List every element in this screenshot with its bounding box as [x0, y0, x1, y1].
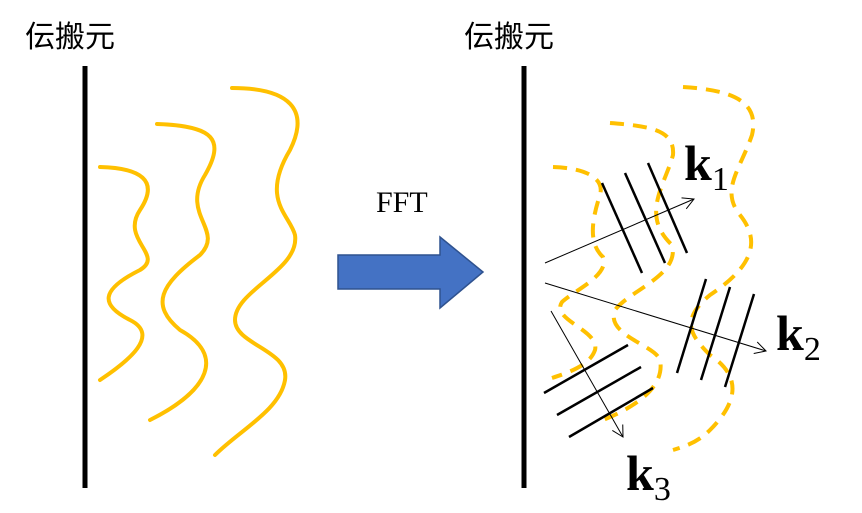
k3-index: 3	[653, 471, 671, 508]
k3-wavefront-line	[556, 365, 642, 417]
k1-index: 1	[711, 161, 729, 198]
scattered-wavefront-2	[602, 121, 676, 422]
scattered-wavefront-1	[551, 165, 606, 380]
k1-arrow	[544, 197, 695, 264]
k2-wavefront-line	[699, 286, 732, 381]
fft-arrow-icon	[337, 235, 485, 310]
k3-wavefront-line	[568, 386, 654, 439]
k2-symbol: k	[776, 305, 804, 361]
k1-symbol: k	[684, 135, 712, 191]
k3-arrow	[550, 310, 624, 438]
k1-wavefront-line	[646, 162, 689, 254]
k2-wavefront-line	[723, 293, 756, 388]
wavefront-2	[148, 122, 217, 422]
left-source-label: 伝搬元	[25, 20, 115, 55]
fft-label: FFT	[376, 186, 428, 219]
k2-index: 2	[803, 331, 821, 368]
k1-wavefront-line	[623, 172, 667, 264]
k2-wavefront-line	[675, 278, 708, 374]
k2-label: k2	[776, 308, 821, 367]
k1-wavefront-line	[600, 182, 644, 274]
wavefront-3	[213, 86, 300, 457]
k1-label: k1	[684, 138, 729, 197]
k3-symbol: k	[626, 445, 654, 501]
k2-arrow	[544, 282, 767, 354]
wavefront-1	[98, 165, 150, 382]
scattered-wavefront-3	[672, 85, 756, 452]
right-source-label: 伝搬元	[464, 20, 554, 55]
k3-wavefront-line	[543, 343, 629, 395]
k3-label: k3	[626, 448, 671, 507]
